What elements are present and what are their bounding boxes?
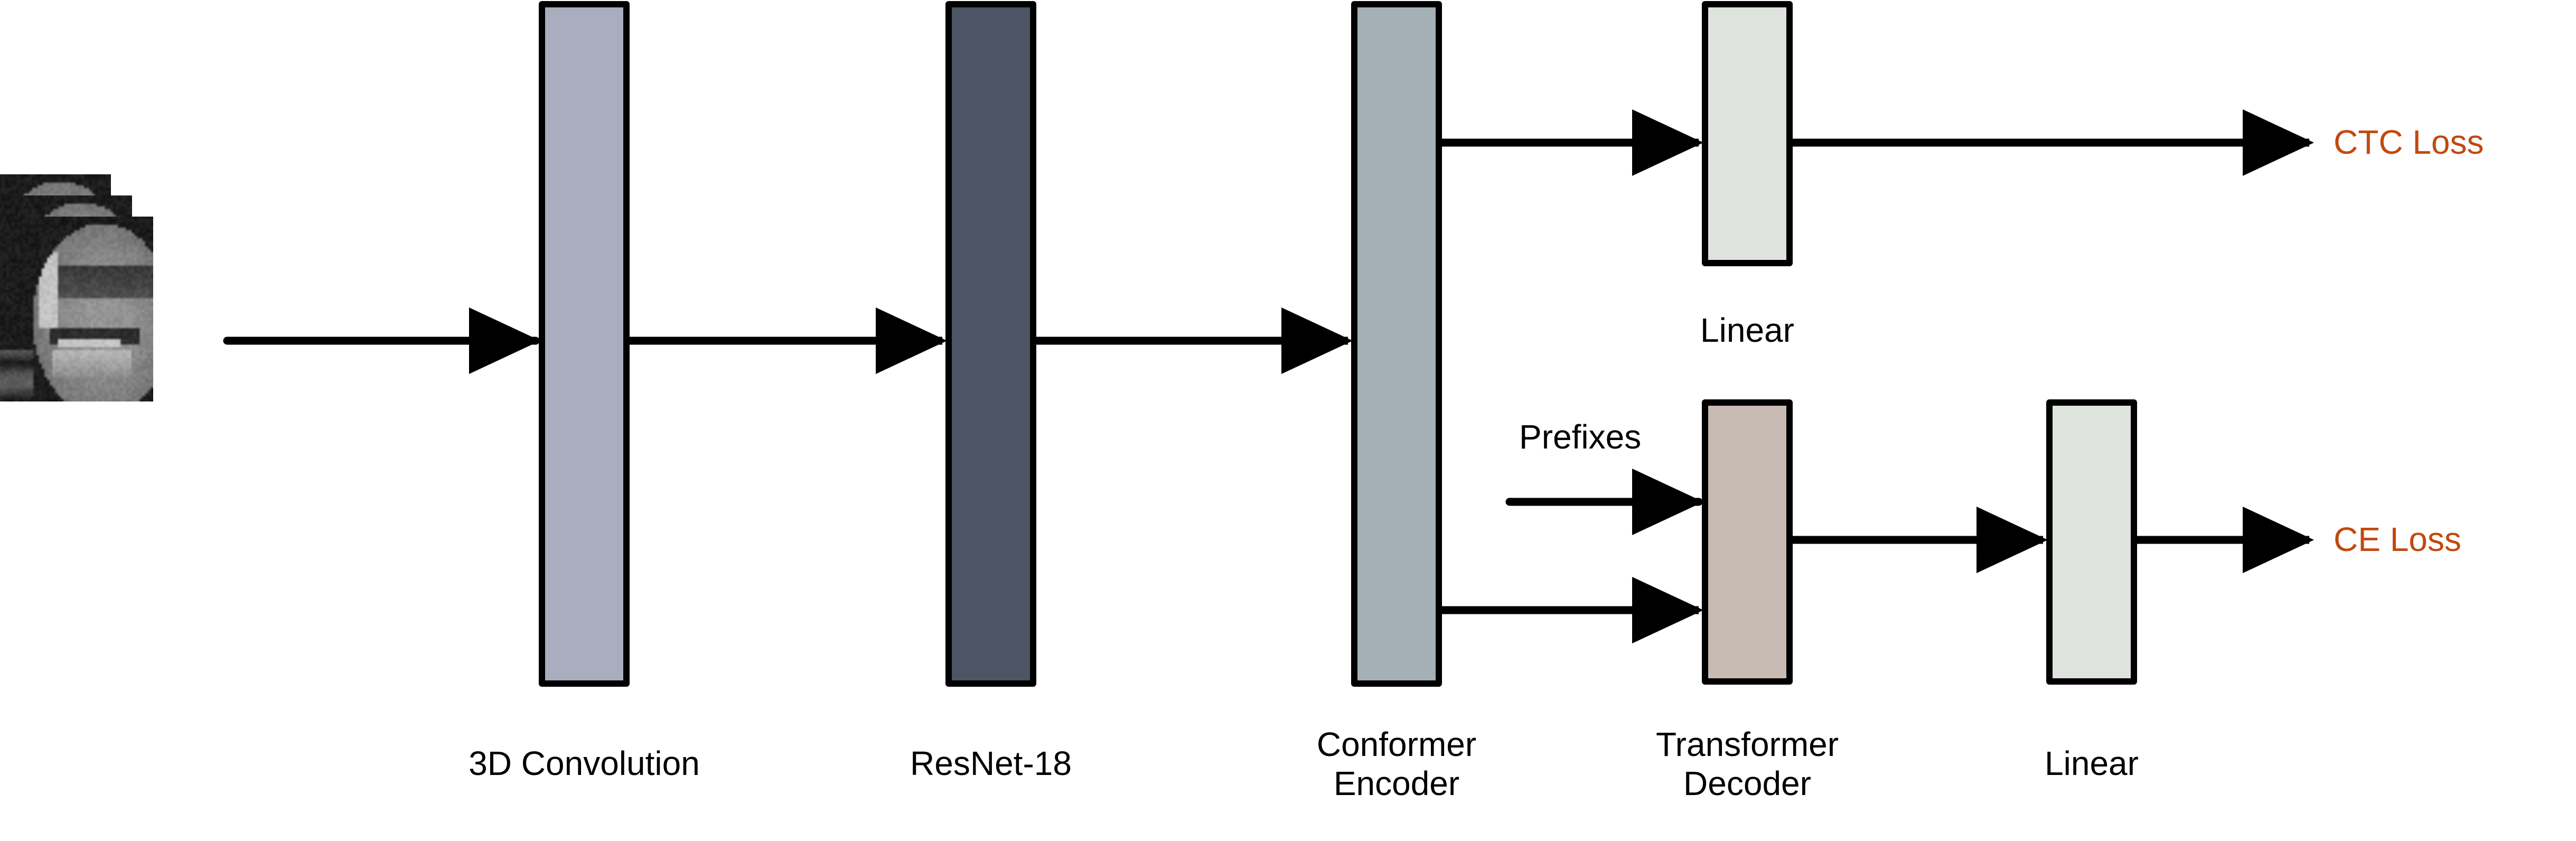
- label-ce-loss: CE Loss: [2334, 520, 2461, 558]
- label-linear-ctc-upper: Linear: [1700, 311, 1794, 349]
- label-prefixes: Prefixes: [1519, 418, 1642, 456]
- video-frame-stack: [0, 174, 227, 423]
- label-resnet-18: ResNet-18: [910, 744, 1072, 782]
- label-linear-ce: Linear: [2045, 744, 2139, 782]
- video-frame-3: [0, 217, 153, 401]
- block-linear-ce[interactable]: [2046, 399, 2137, 685]
- label-3d-convolution: 3D Convolution: [469, 744, 700, 782]
- label-conformer-encoder-line2: Encoder: [1333, 764, 1460, 802]
- label-conformer-encoder-line1: Conformer: [1316, 725, 1477, 763]
- block-resnet-18[interactable]: [945, 1, 1036, 687]
- label-transformer-decoder-line1: Transformer: [1655, 725, 1839, 763]
- block-linear-ctc[interactable]: [1702, 1, 1793, 266]
- label-ctc-loss: CTC Loss: [2334, 123, 2484, 161]
- block-conformer-encoder[interactable]: [1351, 1, 1442, 687]
- block-transformer-decoder[interactable]: [1702, 399, 1793, 685]
- label-transformer-decoder-line2: Decoder: [1683, 764, 1811, 802]
- block-3d-convolution[interactable]: [539, 1, 630, 687]
